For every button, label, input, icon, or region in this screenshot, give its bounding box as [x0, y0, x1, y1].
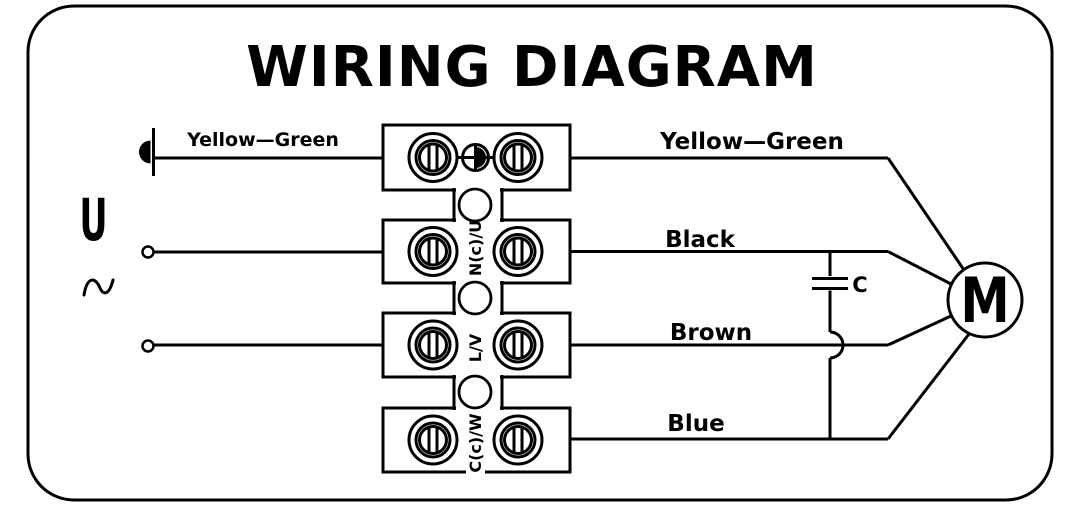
wire-label-ground-left: Yellow—Green [186, 129, 339, 151]
screw-terminal [492, 132, 544, 183]
source-terminal-bottom [141, 339, 155, 353]
wire-hop-arc [829, 330, 845, 360]
diagram-border [26, 4, 1054, 502]
wire-label-black: Black [665, 227, 736, 253]
screw-terminal [492, 319, 544, 371]
brown-wire-diagonal [887, 314, 952, 347]
mounting-hole [457, 374, 493, 410]
screw-terminal [407, 132, 459, 183]
ground-terminal-fill [475, 147, 487, 168]
screw-terminal [492, 226, 544, 277]
terminal-label-c: C(c)/W [466, 413, 485, 473]
screw-terminal [407, 319, 459, 371]
terminal-block: N(c)/U L/V C(c)/W [381, 123, 572, 478]
wire-label-blue: Blue [667, 411, 724, 437]
screw-terminal [407, 226, 459, 277]
motor-label: M [960, 266, 1009, 338]
wire-label-brown: Brown [670, 320, 752, 346]
blue-wire-diagonal [886, 333, 971, 440]
capacitor: C [812, 251, 868, 439]
motor: M [946, 261, 1024, 339]
ground-clamp-icon [139, 140, 151, 164]
capacitor-label: C [852, 273, 867, 297]
voltage-label: U [79, 188, 107, 255]
wire-label-yellow-green: Yellow—Green [659, 129, 844, 155]
ac-wave-icon [82, 278, 115, 297]
mounting-hole [457, 280, 493, 316]
screw-terminal [407, 414, 459, 466]
source-terminal-top [141, 245, 155, 259]
terminal-label-l: L/V [466, 333, 485, 362]
yellow-green-wire-diagonal [886, 157, 966, 271]
mounting-hole [457, 187, 493, 223]
terminal-label-n: N(c)/U [466, 220, 485, 276]
page-title: WIRING DIAGRAM [246, 35, 818, 100]
label-backing [466, 465, 485, 478]
screw-terminal [492, 414, 544, 466]
black-wire-diagonal [887, 250, 952, 286]
motor-circle [946, 261, 1024, 339]
